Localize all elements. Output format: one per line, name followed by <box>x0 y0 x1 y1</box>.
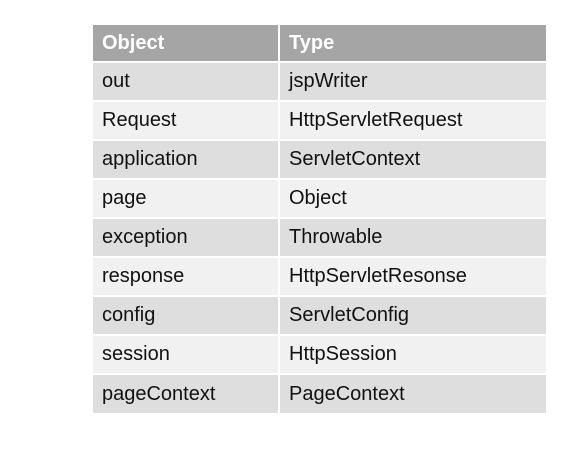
header-row: Object Type <box>93 25 546 62</box>
type-cell: HttpServletResonse <box>278 257 546 296</box>
table-row: exception Throwable <box>93 218 546 257</box>
object-cell: config <box>93 296 279 335</box>
table-row: session HttpSession <box>93 335 546 374</box>
header-object: Object <box>93 25 279 62</box>
header-type: Type <box>278 25 546 62</box>
object-cell: out <box>93 62 279 101</box>
type-cell: Throwable <box>278 218 546 257</box>
object-cell: Request <box>93 101 279 140</box>
table-row: application ServletContext <box>93 140 546 179</box>
table-body: out jspWriter Request HttpServletRequest… <box>93 62 546 413</box>
type-cell: PageContext <box>278 374 546 413</box>
type-cell: ServletConfig <box>278 296 546 335</box>
object-cell: application <box>93 140 279 179</box>
type-cell: HttpSession <box>278 335 546 374</box>
jsp-implicit-objects-table: Object Type out jspWriter Request HttpSe… <box>93 25 546 413</box>
table-row: page Object <box>93 179 546 218</box>
object-cell: response <box>93 257 279 296</box>
object-cell: exception <box>93 218 279 257</box>
type-cell: jspWriter <box>278 62 546 101</box>
object-cell: page <box>93 179 279 218</box>
table-row: Request HttpServletRequest <box>93 101 546 140</box>
type-cell: ServletContext <box>278 140 546 179</box>
table-row: config ServletConfig <box>93 296 546 335</box>
type-cell: HttpServletRequest <box>278 101 546 140</box>
table-header: Object Type <box>93 25 546 62</box>
table-row: pageContext PageContext <box>93 374 546 413</box>
object-cell: session <box>93 335 279 374</box>
object-cell: pageContext <box>93 374 279 413</box>
table-row: response HttpServletResonse <box>93 257 546 296</box>
type-cell: Object <box>278 179 546 218</box>
table-row: out jspWriter <box>93 62 546 101</box>
